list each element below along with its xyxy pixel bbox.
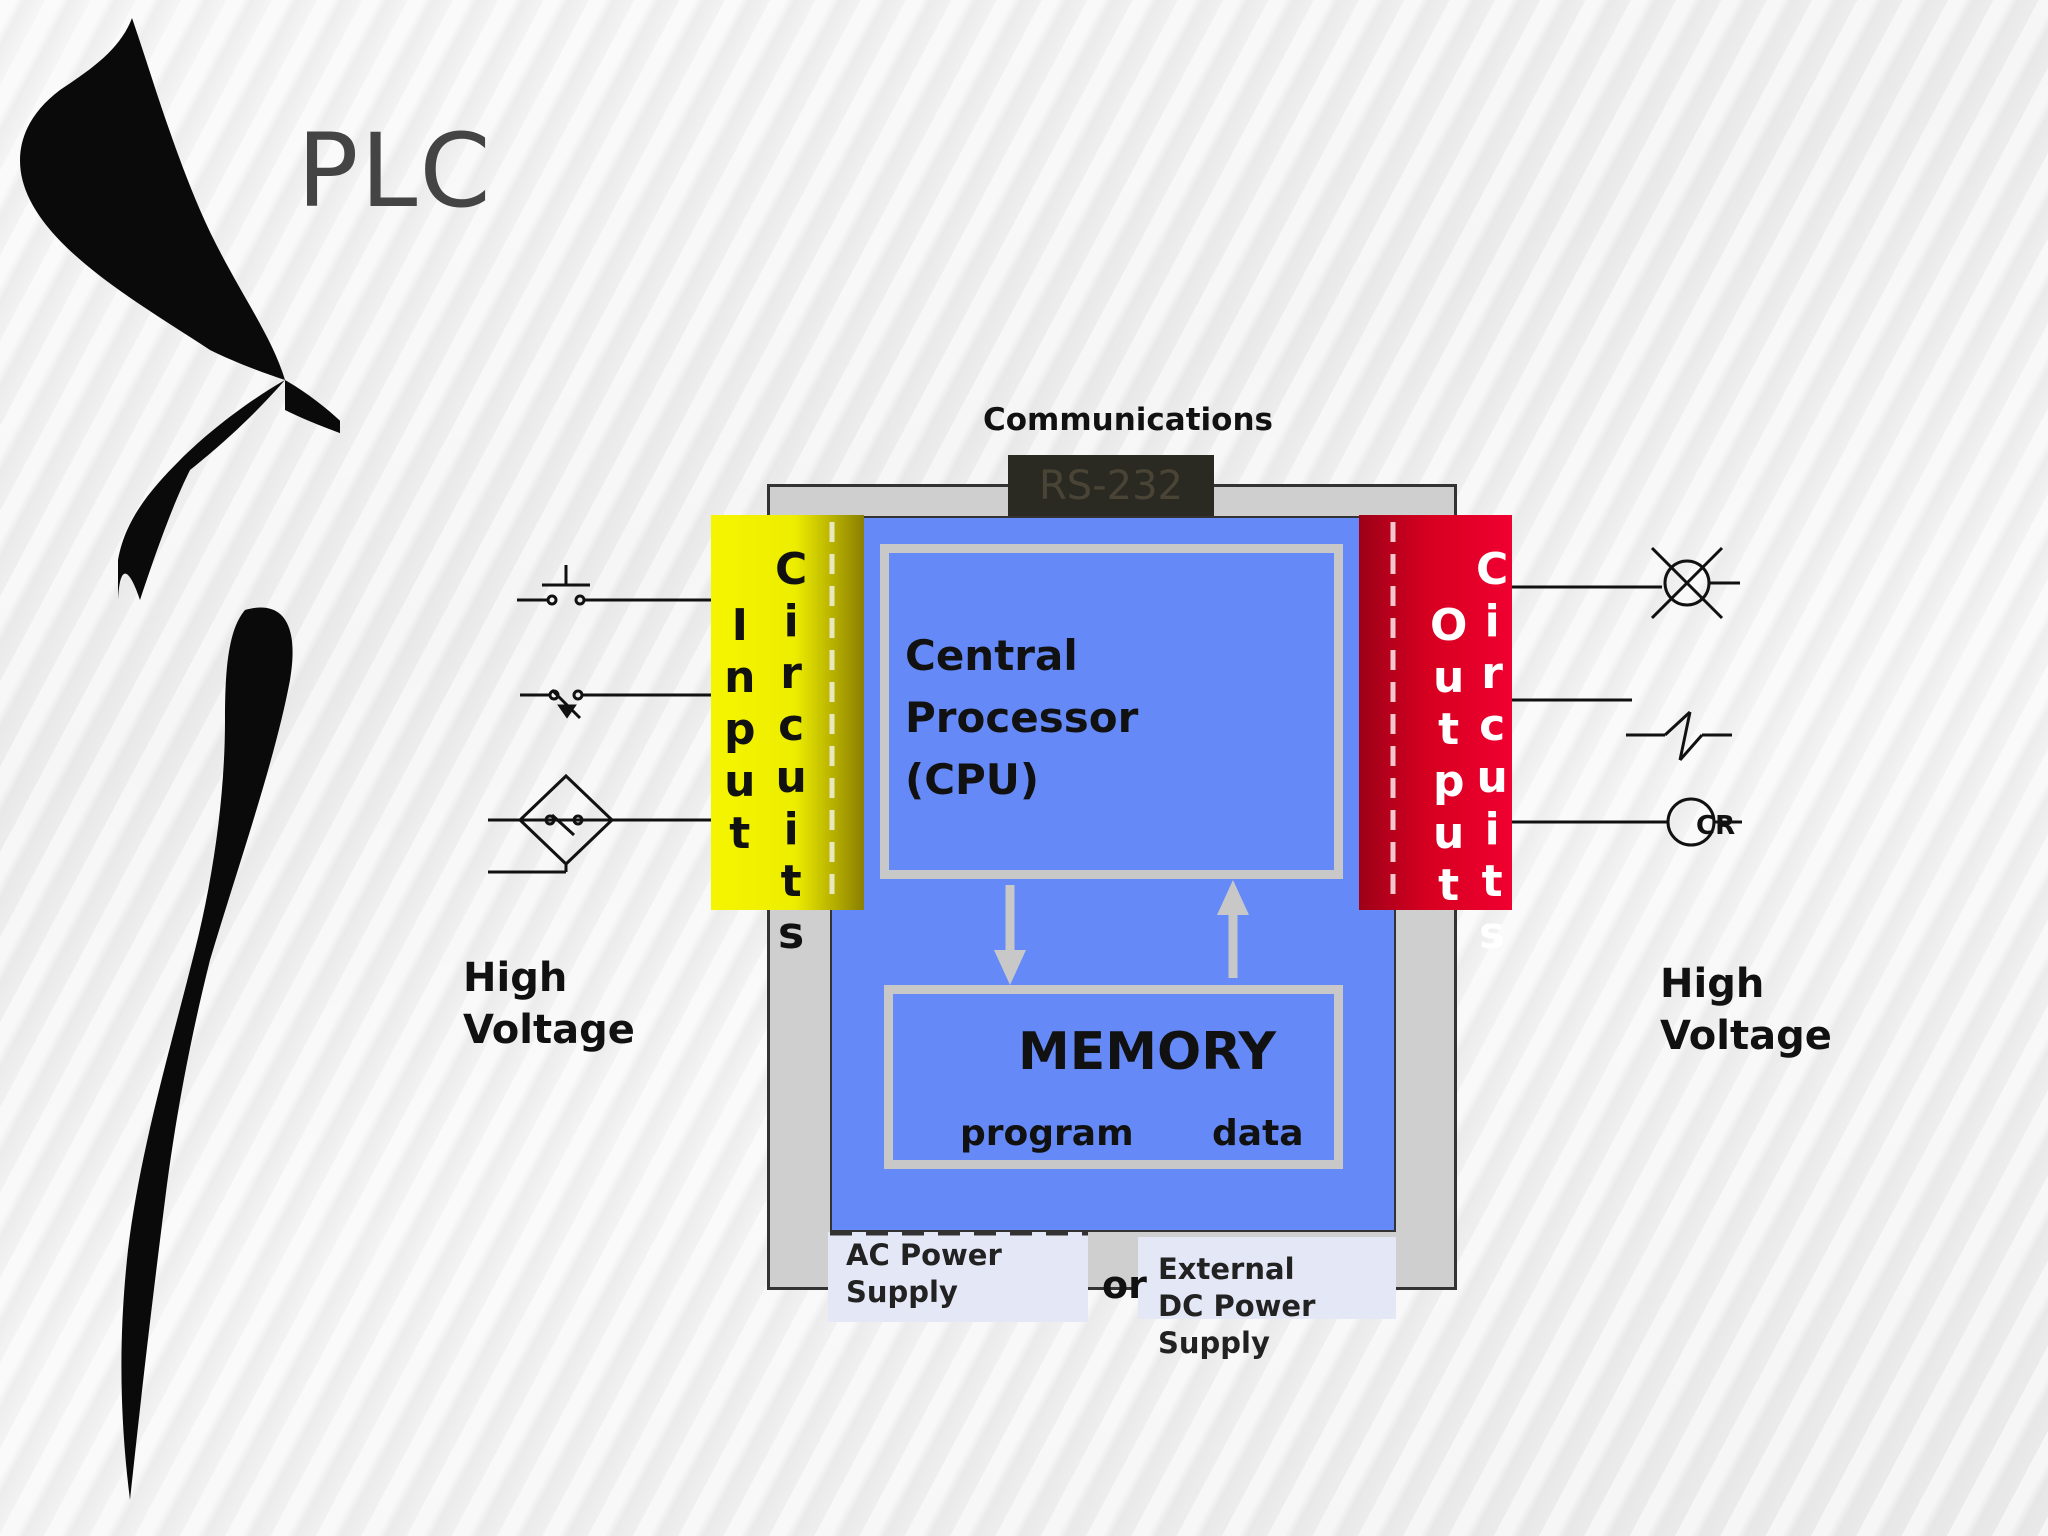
- dc-power-supply-box: [1138, 1237, 1396, 1319]
- heater-icon: [1512, 698, 1732, 761]
- ac-power-line: AC Power: [846, 1238, 1002, 1272]
- vertical-letter: p: [1432, 756, 1465, 807]
- vertical-letter: I: [731, 600, 748, 651]
- memory-block: [884, 985, 1343, 1169]
- vertical-letter: C: [775, 544, 808, 595]
- vertical-letter: t: [780, 856, 802, 907]
- ac-power-label: AC Power Supply: [846, 1237, 1002, 1311]
- cpu-line: Processor: [905, 693, 1139, 742]
- voltage-line: Voltage: [463, 1007, 635, 1053]
- cpu-label: Central Processor (CPU): [905, 625, 1138, 811]
- vertical-letter: t: [1438, 860, 1460, 911]
- communications-label: Communications: [983, 402, 1273, 438]
- voltage-line: High: [463, 955, 568, 1001]
- vertical-letter: i: [783, 596, 799, 647]
- memory-title: MEMORY: [1018, 1022, 1277, 1082]
- cpu-line: Central: [905, 631, 1078, 680]
- dc-power-line: External: [1158, 1252, 1295, 1286]
- vertical-letter: i: [1484, 804, 1500, 855]
- vertical-letter: t: [1438, 704, 1460, 755]
- vertical-letter: C: [1476, 544, 1509, 595]
- vertical-letter: O: [1430, 600, 1468, 651]
- input-circuits-band: [711, 515, 864, 910]
- vertical-letter: u: [775, 752, 807, 803]
- slide-title: PLC: [297, 112, 493, 231]
- vertical-letter: t: [729, 808, 751, 859]
- vertical-letter: p: [724, 704, 756, 755]
- rs232-label: RS-232: [1039, 463, 1183, 509]
- dc-power-label: External DC Power Supply: [1158, 1251, 1315, 1362]
- voltage-line: Voltage: [1660, 1013, 1832, 1059]
- vertical-letter: t: [1481, 856, 1503, 907]
- dc-power-line: Supply: [1158, 1326, 1270, 1360]
- limit-switch-icon: [520, 688, 711, 720]
- vertical-letter: u: [724, 756, 756, 807]
- vertical-letter: u: [1433, 652, 1465, 703]
- memory-data-label: data: [1212, 1113, 1304, 1154]
- memory-program-label: program: [960, 1113, 1134, 1154]
- dc-power-line: DC Power: [1158, 1289, 1316, 1323]
- vertical-letter: n: [724, 652, 756, 703]
- vertical-letter: i: [1484, 596, 1500, 647]
- vertical-letter: s: [1479, 908, 1506, 959]
- rs232-port: RS-232: [1008, 455, 1214, 517]
- left-high-voltage-label: High Voltage: [463, 952, 635, 1056]
- lamp-icon: [1512, 546, 1740, 620]
- voltage-line: High: [1660, 961, 1765, 1007]
- ac-power-supply-box: [828, 1232, 1088, 1322]
- output-circuits-band: [1359, 515, 1512, 910]
- ac-power-line: Supply: [846, 1275, 958, 1309]
- vertical-letter: c: [1479, 700, 1506, 751]
- vertical-letter: c: [778, 700, 805, 751]
- vertical-letter: s: [778, 908, 805, 959]
- cpu-line: (CPU): [905, 755, 1040, 804]
- coil-label: CR: [1696, 811, 1735, 841]
- vertical-letter: u: [1433, 808, 1465, 859]
- relay-coil-icon: [1512, 797, 1742, 847]
- cpu-block: [880, 544, 1343, 879]
- right-high-voltage-label: High Voltage: [1660, 958, 1832, 1062]
- sensor-switch-icon: [488, 773, 711, 874]
- pushbutton-switch-icon: [517, 565, 711, 606]
- vertical-letter: i: [783, 804, 799, 855]
- vertical-letter: r: [1481, 648, 1503, 699]
- vertical-letter: r: [780, 648, 802, 699]
- brush-stroke-decoration: [20, 18, 340, 1500]
- vertical-letter: u: [1476, 752, 1508, 803]
- cpu-to-memory-arrow: [994, 885, 1026, 985]
- or-label: or: [1102, 1263, 1147, 1307]
- memory-to-cpu-arrow: [1217, 880, 1249, 978]
